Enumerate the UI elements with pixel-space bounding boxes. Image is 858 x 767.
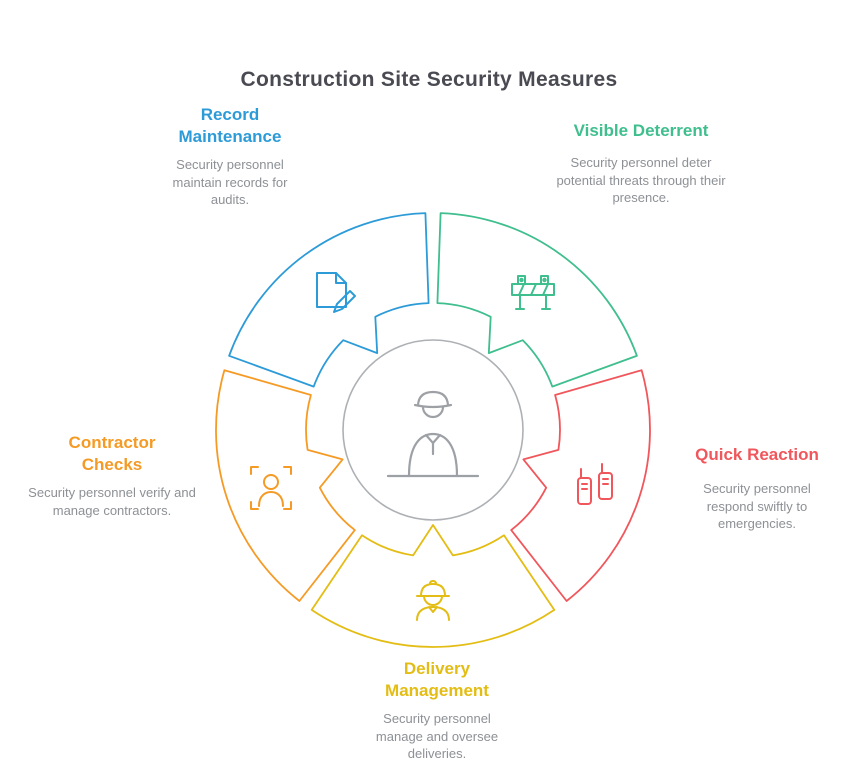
section-visible-deterrent: Visible Deterrent Security personnel det… xyxy=(536,120,746,207)
section-quick-reaction: Quick Reaction Security personnel respon… xyxy=(672,444,842,533)
section-label-visible-deterrent: Visible Deterrent xyxy=(573,121,709,140)
section-label-quick-reaction: Quick Reaction xyxy=(695,445,819,464)
safety-barrier-icon xyxy=(511,275,555,310)
segment-arc-quick-reaction xyxy=(510,369,651,602)
section-label-contractor-checks: Contractor Checks xyxy=(68,433,156,475)
section-delivery-management: Delivery Management Security personnel m… xyxy=(347,658,527,763)
walkie-talkie-icon xyxy=(577,463,613,505)
segment-arc-record-maintenance xyxy=(228,212,430,388)
center-hub-ring xyxy=(342,339,524,521)
segment-quick-reaction xyxy=(510,369,651,602)
segment-visible-deterrent xyxy=(436,212,638,388)
section-description-quick-reaction: Security personnel respond swiftly to em… xyxy=(703,481,811,532)
section-description-contractor-checks: Security personnel verify and manage con… xyxy=(28,485,196,518)
section-description-record-maintenance: Security personnel maintain records for … xyxy=(172,157,288,208)
security-guard-desk-icon xyxy=(386,390,480,478)
document-edit-icon xyxy=(316,272,356,313)
section-description-delivery-management: Security personnel manage and oversee de… xyxy=(375,711,499,762)
section-contractor-checks: Contractor Checks Security personnel ver… xyxy=(17,432,207,519)
segment-delivery-management xyxy=(310,524,556,648)
section-label-record-maintenance: Record Maintenance xyxy=(178,105,282,147)
page-title: Construction Site Security Measures xyxy=(240,68,618,92)
segment-arc-contractor-checks xyxy=(215,369,356,602)
segment-contractor-checks xyxy=(215,369,356,602)
delivery-worker-icon xyxy=(416,580,450,621)
section-description-visible-deterrent: Security personnel deter potential threa… xyxy=(556,155,726,206)
section-label-delivery-management: Delivery Management xyxy=(385,659,489,701)
segment-record-maintenance xyxy=(228,212,430,388)
segment-arc-delivery-management xyxy=(310,524,556,648)
segment-arc-visible-deterrent xyxy=(436,212,638,388)
section-record-maintenance: Record Maintenance Security personnel ma… xyxy=(130,104,330,209)
contractor-id-icon xyxy=(250,466,292,510)
